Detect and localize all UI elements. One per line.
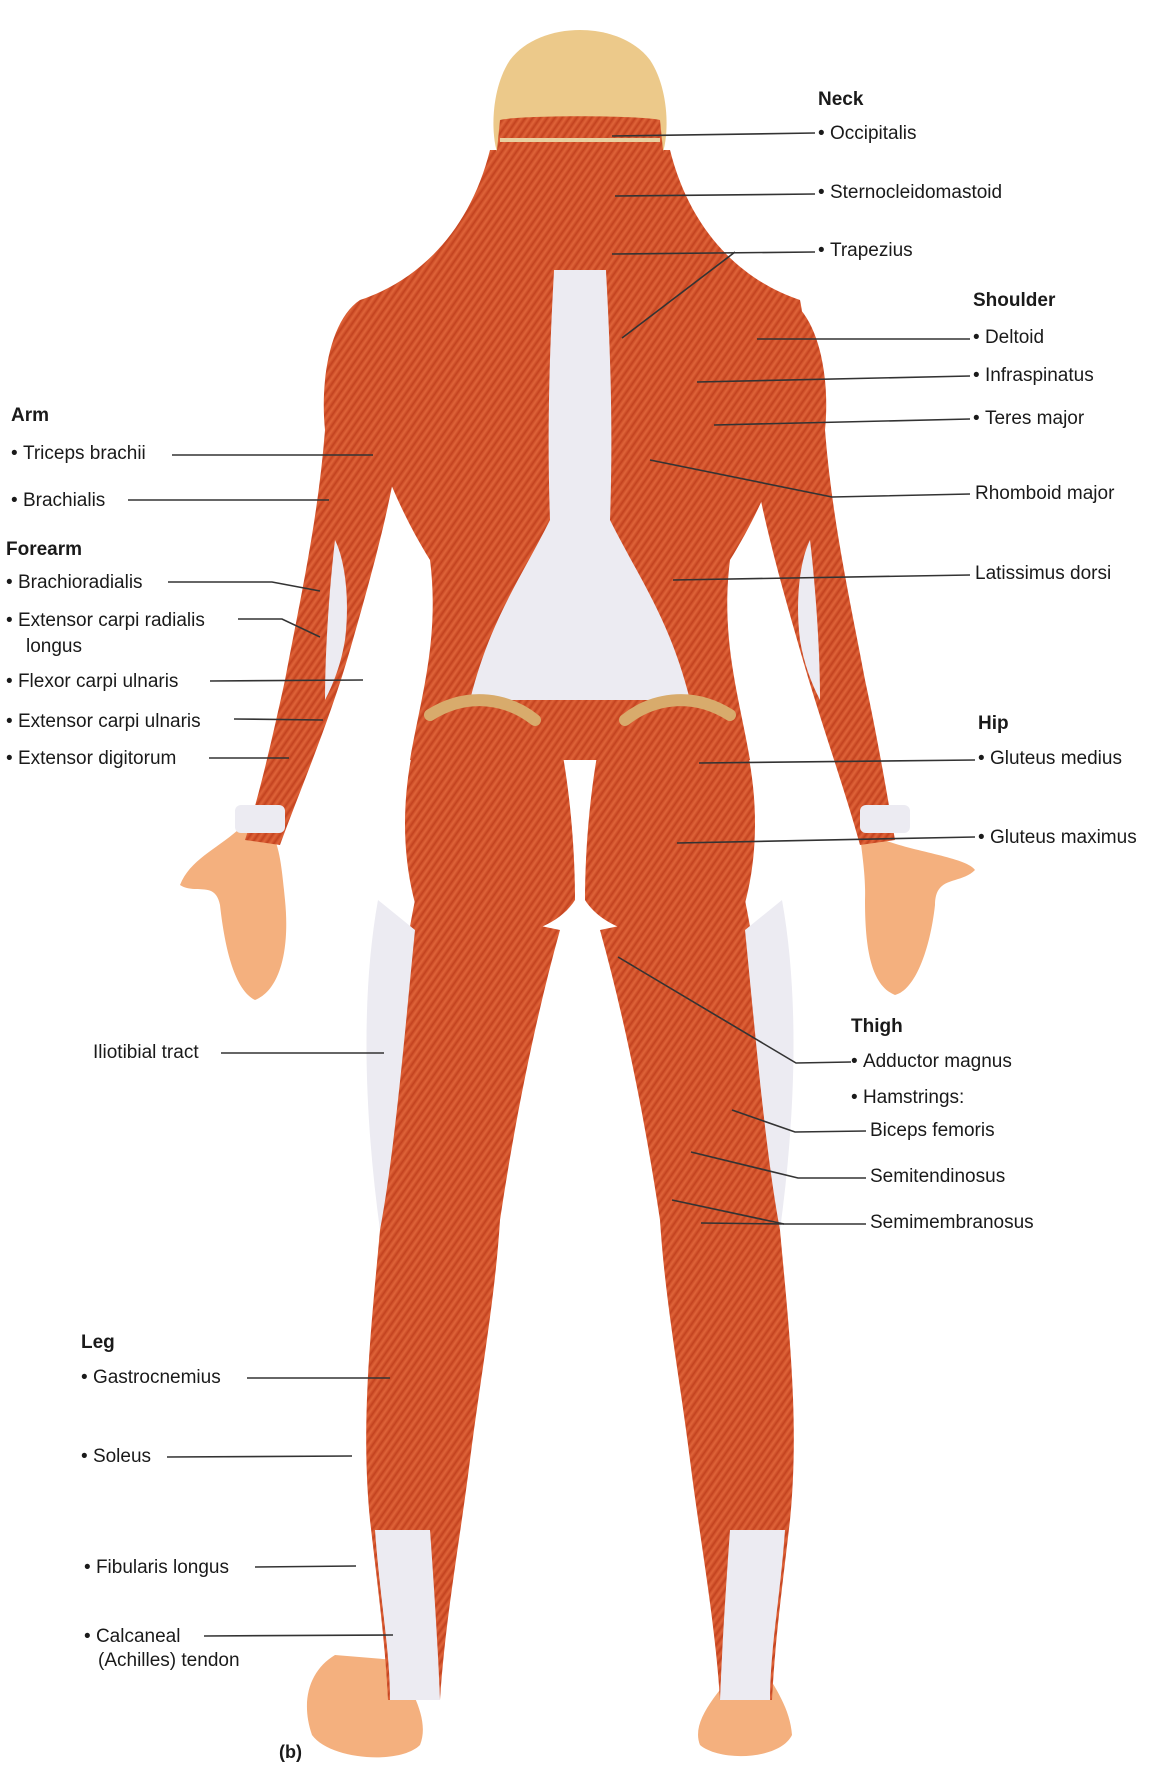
leader-fibularis-longus: [255, 1566, 356, 1567]
legs: [366, 900, 794, 1700]
label-gastrocnemius: Gastrocnemius: [81, 1367, 221, 1389]
label-semitendinosus: Semitendinosus: [870, 1166, 1005, 1188]
leader-calcaneal: [204, 1635, 393, 1636]
label-soleus: Soleus: [81, 1446, 151, 1468]
hands: [180, 830, 975, 1000]
label-brachialis: Brachialis: [11, 490, 105, 512]
leader-semimembranosus-2: [701, 1223, 784, 1224]
label-infraspinatus: Infraspinatus: [973, 365, 1094, 387]
label-ecrl-line1: Extensor carpi radialis: [6, 610, 205, 632]
label-calcaneal-line2: (Achilles) tendon: [98, 1650, 240, 1672]
leader-soleus: [167, 1456, 352, 1457]
label-ecrl-line2: longus: [26, 636, 82, 658]
heading-arm: Arm: [11, 405, 49, 427]
heading-thigh: Thigh: [851, 1016, 903, 1038]
heading-neck: Neck: [818, 89, 863, 111]
label-iliotibial-tract: Iliotibial tract: [93, 1042, 199, 1064]
heading-forearm: Forearm: [6, 539, 82, 561]
label-latissimus-dorsi: Latissimus dorsi: [975, 563, 1111, 585]
heading-hip: Hip: [978, 713, 1009, 735]
label-teres-major: Teres major: [973, 408, 1084, 430]
label-deltoid: Deltoid: [973, 327, 1044, 349]
leader-brachioradialis: [168, 582, 320, 591]
label-gluteus-maximus: Gluteus maximus: [978, 827, 1137, 849]
label-adductor-magnus: Adductor magnus: [851, 1051, 1012, 1073]
heading-leg: Leg: [81, 1332, 115, 1354]
label-extensor-digitorum: Extensor digitorum: [6, 748, 176, 770]
label-biceps-femoris: Biceps femoris: [870, 1120, 995, 1142]
label-trapezius: Trapezius: [818, 240, 913, 262]
label-fibularis-longus: Fibularis longus: [84, 1557, 229, 1579]
heading-shoulder: Shoulder: [973, 290, 1055, 312]
label-calcaneal-line1: Calcaneal: [84, 1626, 180, 1648]
label-brachioradialis: Brachioradialis: [6, 572, 143, 594]
leader-extensor-carpi-ulnaris: [234, 719, 323, 720]
label-semimembranosus: Semimembranosus: [870, 1212, 1034, 1234]
label-gluteus-medius: Gluteus medius: [978, 748, 1122, 770]
label-extensor-carpi-ulnaris: Extensor carpi ulnaris: [6, 711, 201, 733]
label-hamstrings: Hamstrings:: [851, 1087, 964, 1109]
label-flexor-carpi-ulnaris: Flexor carpi ulnaris: [6, 671, 178, 693]
label-sternocleidomastoid: Sternocleidomastoid: [818, 182, 1002, 204]
label-triceps-brachii: Triceps brachii: [11, 443, 146, 465]
label-occipitalis: Occipitalis: [818, 123, 917, 145]
label-rhomboid-major: Rhomboid major: [975, 483, 1114, 505]
leader-flexor-carpi-ulnaris: [210, 680, 363, 681]
figure-caption: (b): [279, 1742, 302, 1763]
